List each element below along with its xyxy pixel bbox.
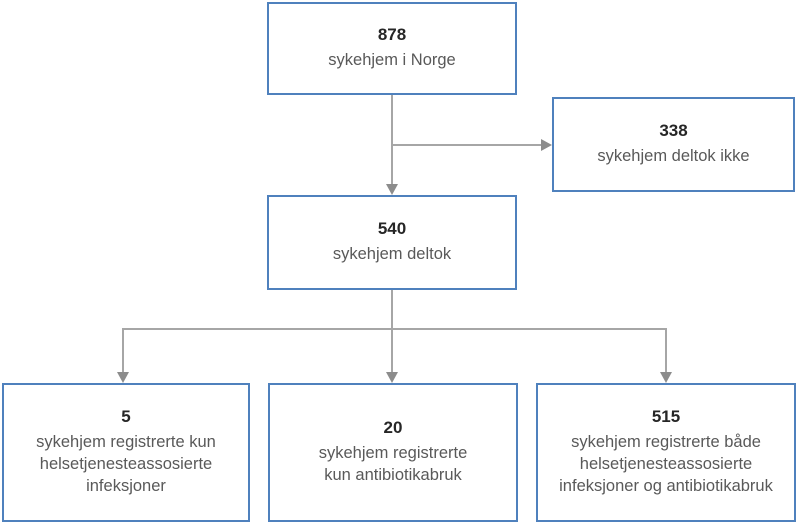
flow-box-only-antibiotics: 20 sykehjem registrerte kun antibiotikab… [268, 383, 518, 522]
connector-distribution-bar [122, 328, 667, 330]
flow-box-number: 540 [377, 218, 407, 238]
connector-drop-only-infections [122, 328, 124, 373]
flow-box-number: 5 [121, 406, 131, 426]
arrowhead-down-only-antibiotics-icon [386, 372, 398, 383]
flow-box-number: 20 [383, 417, 403, 437]
flow-box-label: sykehjem deltok ikke [597, 147, 750, 166]
flow-box-label: sykehjem deltok [332, 245, 452, 264]
connector-total-to-participating [391, 95, 393, 186]
flow-box-number: 878 [377, 24, 407, 44]
arrowhead-right-not-participating-icon [541, 139, 552, 151]
connector-branch-not-participating [392, 144, 541, 146]
flow-box-only-infections: 5 sykehjem registrerte kun helsetjeneste… [2, 383, 250, 522]
connector-participating-to-distribution [391, 290, 393, 330]
flow-box-both-registrations: 515 sykehjem registrerte både helsetjene… [536, 383, 796, 522]
arrowhead-down-only-infections-icon [117, 372, 129, 383]
flow-box-label: sykehjem i Norge [328, 51, 456, 70]
arrowhead-down-participating-icon [386, 184, 398, 195]
arrowhead-down-both-icon [660, 372, 672, 383]
flow-box-label: sykehjem registrerte kun helsetjenesteas… [36, 433, 216, 496]
flow-box-total-nursing-homes: 878 sykehjem i Norge [267, 2, 517, 95]
connector-drop-only-antibiotics [391, 330, 393, 373]
flow-box-number: 338 [659, 120, 688, 140]
flow-box-label: sykehjem registrerte kun antibiotikabruk [318, 444, 468, 485]
flow-box-not-participating: 338 sykehjem deltok ikke [552, 97, 795, 192]
flow-box-label: sykehjem registrerte både helsetjenestea… [559, 433, 773, 496]
flow-box-number: 515 [651, 406, 681, 426]
flow-box-participating: 540 sykehjem deltok [267, 195, 517, 290]
connector-drop-both [665, 328, 667, 373]
